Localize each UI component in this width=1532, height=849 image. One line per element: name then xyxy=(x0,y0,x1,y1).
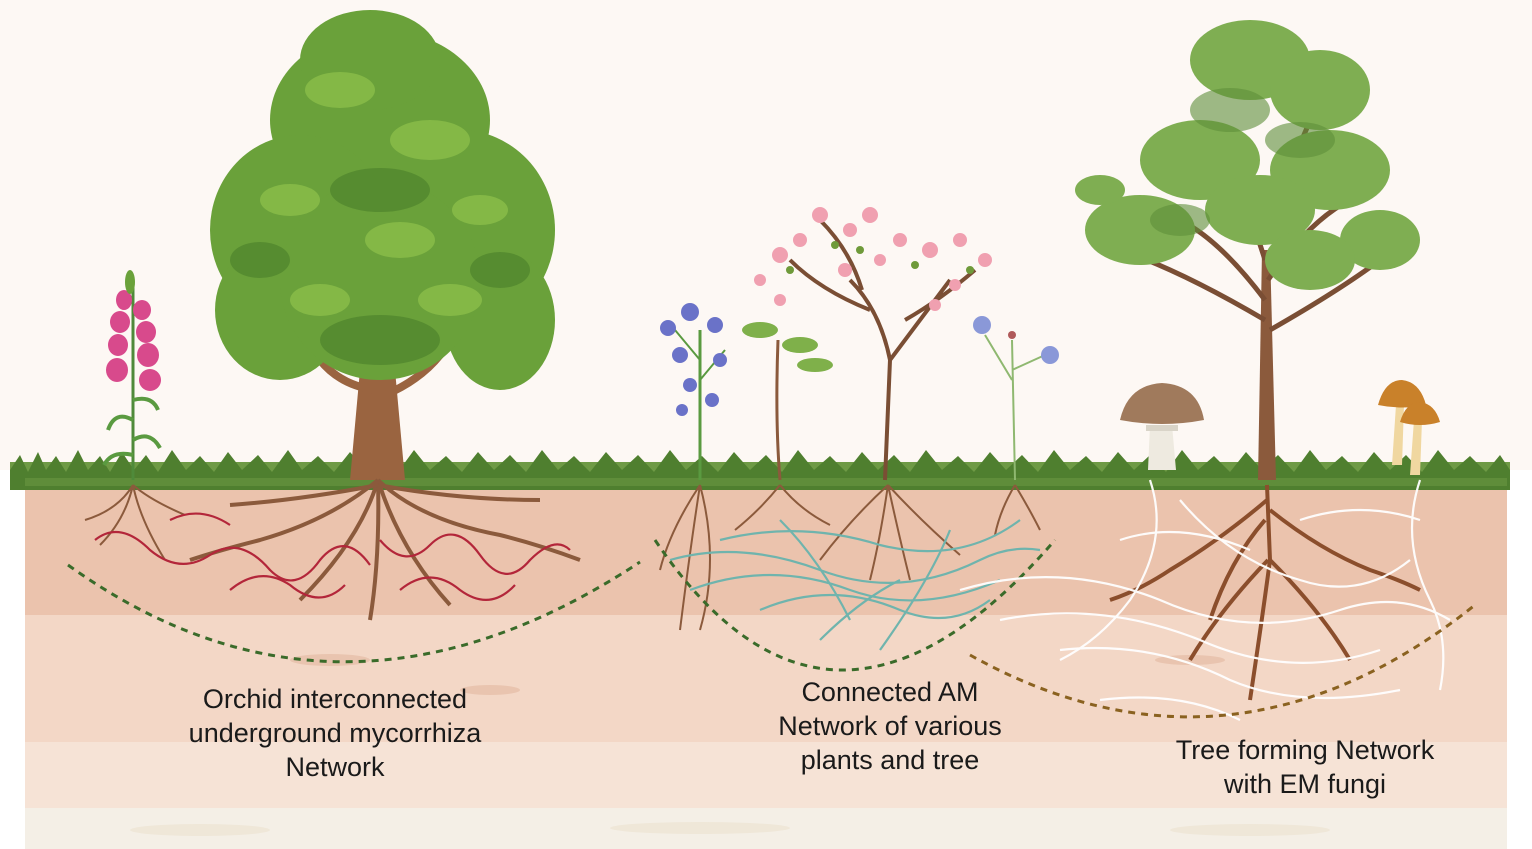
orchid-network-boundary xyxy=(67,560,641,664)
em-fungal-hyphae xyxy=(959,479,1451,721)
soil-layers xyxy=(25,478,1507,849)
soil-pebble xyxy=(610,822,790,834)
orchid-fungal-hyphae xyxy=(94,512,571,601)
soil-pebble xyxy=(130,824,270,836)
em-label-line: with EM fungi xyxy=(1223,769,1387,799)
soil-pebble xyxy=(1170,824,1330,836)
blossom-tree-icon xyxy=(754,207,992,481)
am-fungal-hyphae xyxy=(669,519,1041,651)
orange-mushroom-icon xyxy=(1378,380,1440,475)
orchid-label-line: Network xyxy=(285,752,385,782)
am-plant-roots xyxy=(659,484,1041,631)
flax-flower-icon xyxy=(973,316,1059,481)
bushy-tree-icon xyxy=(210,10,555,480)
am-label-line: Network of various xyxy=(778,711,1002,741)
tall-tree-roots xyxy=(1109,484,1421,701)
am-label-line: plants and tree xyxy=(800,745,980,775)
snapdragon-icon xyxy=(102,270,162,480)
orchid-label-line: underground mycorrhiza xyxy=(188,718,482,748)
sapling-icon xyxy=(742,322,833,481)
am-network-boundary xyxy=(653,539,1057,672)
soil-pebble xyxy=(290,654,370,666)
am-label-line: Connected AM xyxy=(801,677,979,707)
soil-pebble xyxy=(460,685,520,695)
orchid-label-line: Orchid interconnected xyxy=(202,684,468,714)
am-network-label: Connected AM Network of various plants a… xyxy=(740,675,1040,777)
em-label-line: Tree forming Network xyxy=(1175,735,1435,765)
bellflower-icon xyxy=(660,303,727,480)
em-network-label: Tree forming Network with EM fungi xyxy=(1130,733,1480,801)
soil-top-layer xyxy=(25,478,1507,618)
mushroom-icon xyxy=(1120,383,1204,470)
orchid-network-label: Orchid interconnected underground mycorr… xyxy=(150,682,520,784)
soil-lower-layer xyxy=(25,742,1507,812)
em-network-boundary xyxy=(969,603,1476,719)
orchid-roots xyxy=(84,484,186,561)
tall-tree-icon xyxy=(1075,20,1420,480)
bushy-tree-roots xyxy=(189,478,581,621)
